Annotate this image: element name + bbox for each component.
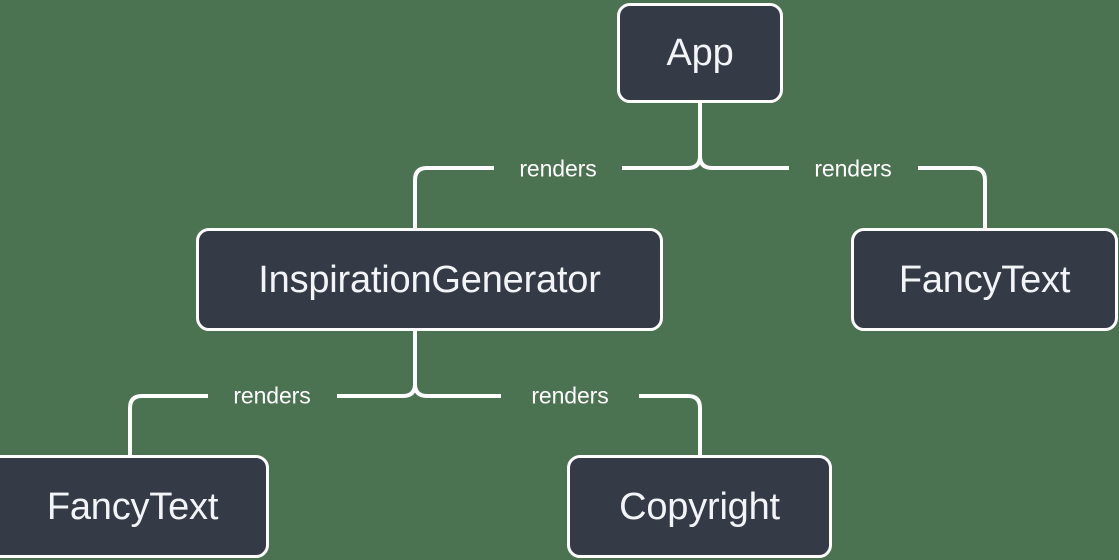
edge-label-app-to-inspiration-generator: renders (519, 155, 597, 182)
edge-ig-fancytext-line-b (128, 394, 208, 455)
node-fancytext-right-label: FancyText (898, 258, 1071, 301)
node-fancytext-right[interactable]: FancyText (851, 228, 1118, 331)
edge-app-stem-right (698, 103, 713, 170)
node-copyright[interactable]: Copyright (567, 455, 832, 558)
node-app-label: App (666, 32, 734, 74)
edge-app-fancytext-line-b (918, 166, 987, 228)
node-fancytext-left-label: FancyText (46, 485, 219, 528)
node-inspiration-generator-label: InspirationGenerator (258, 258, 601, 301)
node-inspiration-generator[interactable]: InspirationGenerator (196, 228, 663, 331)
node-copyright-label: Copyright (619, 485, 780, 528)
edge-label-inspiration-generator-to-fancytext-left: renders (233, 382, 311, 409)
edge-inspiration-stem-right (413, 331, 428, 398)
edge-label-inspiration-generator-to-copyright: renders (531, 382, 609, 409)
node-app[interactable]: App (617, 3, 783, 103)
edge-ig-copyright-line-b (639, 394, 702, 455)
edge-label-app-to-fancytext-right: renders (814, 155, 892, 182)
node-fancytext-left[interactable]: FancyText (0, 455, 269, 558)
edge-app-inspiration-line-b (413, 166, 494, 228)
